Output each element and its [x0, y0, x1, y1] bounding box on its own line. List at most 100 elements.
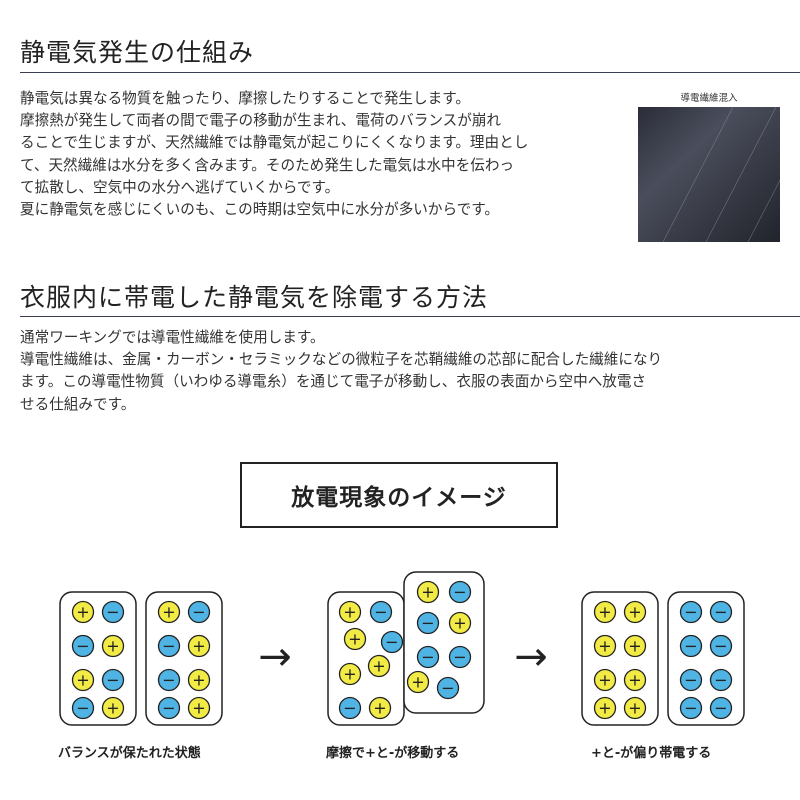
plus-charge-icon [368, 696, 392, 720]
plus-symbol: + [106, 699, 119, 718]
plus-charge-icon [623, 634, 647, 658]
minus-charge-icon [709, 696, 733, 720]
minus-symbol: − [106, 671, 119, 690]
minus-charge-icon [101, 668, 125, 692]
minus-charge-icon [71, 696, 95, 720]
plus-symbol: + [192, 637, 205, 656]
fabric-panel [59, 591, 137, 726]
plus-symbol: + [628, 671, 641, 690]
conductive-fabric-figure: 導電繊維混入 [638, 90, 780, 242]
plus-charge-icon [157, 600, 181, 624]
arrow-right-icon: → [258, 634, 292, 680]
plus-charge-icon [416, 580, 440, 604]
plus-symbol: + [628, 637, 641, 656]
minus-symbol: − [453, 648, 466, 667]
minus-symbol: − [441, 679, 454, 698]
section-title-discharge-method: 衣服内に帯電した静電気を除電する方法 [20, 283, 489, 312]
plus-charge-icon [187, 668, 211, 692]
minus-symbol: − [76, 699, 89, 718]
plus-charge-icon [593, 696, 617, 720]
minus-charge-icon [709, 668, 733, 692]
minus-charge-icon [416, 645, 440, 669]
plus-symbol: + [76, 671, 89, 690]
minus-charge-icon [71, 634, 95, 658]
plus-charge-icon [593, 634, 617, 658]
minus-symbol: − [453, 583, 466, 602]
plus-charge-icon [593, 600, 617, 624]
plus-charge-icon [448, 611, 472, 635]
stage-charged [581, 591, 745, 726]
fabric-panel [667, 591, 745, 726]
plus-symbol: + [598, 699, 611, 718]
minus-symbol: − [684, 637, 697, 656]
minus-symbol: − [385, 633, 398, 652]
plus-symbol: + [453, 614, 466, 633]
minus-charge-icon [679, 634, 703, 658]
plus-symbol: + [192, 699, 205, 718]
discharge-method-paragraph: 通常ワーキングでは導電性繊維を使用します。 導電性繊維は、金属・カーボン・セラミ… [20, 329, 663, 413]
plus-symbol: + [598, 637, 611, 656]
minus-charge-icon [369, 600, 393, 624]
plus-symbol: + [598, 603, 611, 622]
minus-charge-icon [679, 600, 703, 624]
plus-symbol: + [162, 603, 175, 622]
minus-charge-icon [157, 634, 181, 658]
plus-charge-icon [406, 670, 430, 694]
plus-charge-icon [623, 696, 647, 720]
minus-symbol: − [714, 671, 727, 690]
charge-markers: +−−++−−++−−+−+−++−+−++−++−−+−−+−++++++++… [71, 580, 733, 720]
minus-charge-icon [436, 676, 460, 700]
minus-symbol: − [192, 603, 205, 622]
plus-charge-icon [187, 696, 211, 720]
minus-charge-icon [709, 634, 733, 658]
stage-label-balanced: バランスが保たれた状態 [58, 746, 201, 761]
section-divider [20, 72, 800, 73]
plus-charge-icon [71, 668, 95, 692]
section-divider [20, 316, 800, 317]
plus-charge-icon [367, 654, 391, 678]
plus-charge-icon [71, 600, 95, 624]
plus-symbol: + [192, 671, 205, 690]
fabric-swatch-image [638, 107, 780, 242]
plus-symbol: + [106, 637, 119, 656]
stage-label-charged: +と-が偏り帯電する [591, 746, 712, 761]
plus-charge-icon [338, 662, 362, 686]
plus-symbol: + [348, 630, 361, 649]
minus-charge-icon [101, 600, 125, 624]
plus-symbol: + [76, 603, 89, 622]
minus-charge-icon [679, 696, 703, 720]
plus-charge-icon [343, 627, 367, 651]
minus-symbol: − [421, 648, 434, 667]
arrow-right-icon: → [514, 634, 548, 680]
minus-charge-icon [448, 645, 472, 669]
minus-charge-icon [709, 600, 733, 624]
stage-label-friction: 摩擦で+と-が移動する [326, 746, 460, 761]
minus-charge-icon [448, 580, 472, 604]
minus-symbol: − [343, 699, 356, 718]
plus-charge-icon [187, 634, 211, 658]
plus-charge-icon [623, 668, 647, 692]
minus-symbol: − [684, 671, 697, 690]
fabric-panel [145, 591, 223, 726]
plus-charge-icon [101, 634, 125, 658]
plus-charge-icon [623, 600, 647, 624]
minus-charge-icon [157, 696, 181, 720]
minus-symbol: − [374, 603, 387, 622]
plus-symbol: + [411, 673, 424, 692]
section-title-mechanism: 静電気発生の仕組み [20, 38, 255, 67]
minus-charge-icon [679, 668, 703, 692]
minus-symbol: − [714, 699, 727, 718]
plus-symbol: + [343, 665, 356, 684]
plus-symbol: + [372, 657, 385, 676]
plus-charge-icon [338, 600, 362, 624]
stage-balanced [59, 591, 223, 726]
minus-symbol: − [162, 637, 175, 656]
plus-symbol: + [628, 603, 641, 622]
minus-symbol: − [106, 603, 119, 622]
minus-charge-icon [338, 696, 362, 720]
minus-symbol: − [162, 671, 175, 690]
plus-symbol: + [373, 699, 386, 718]
minus-symbol: − [76, 637, 89, 656]
mechanism-paragraph: 静電気は異なる物質を触ったり、摩擦したりすることで発生します。 摩擦熱が発生して… [20, 90, 529, 219]
plus-symbol: + [628, 699, 641, 718]
